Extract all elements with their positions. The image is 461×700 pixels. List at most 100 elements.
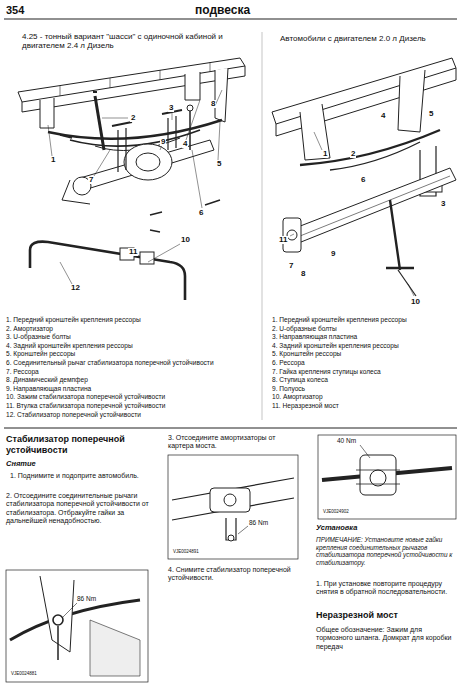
- drawing-line: [4, 428, 457, 429]
- parts-list-item: 2. Амортизатор: [6, 325, 256, 333]
- step-text: 4. Снимите стабилизатор поперечной устой…: [168, 566, 298, 583]
- drawing-circle: [187, 105, 193, 111]
- callout-number: 9: [330, 250, 336, 258]
- drawing-path: [80, 140, 214, 190]
- drawing-circle: [53, 615, 63, 625]
- drawing-path: [40, 576, 74, 652]
- parts-list-item: 11. Втулка стабилизатора поперечной усто…: [6, 402, 256, 410]
- section-heading: Стабилизатор поперечной устойчивости: [6, 434, 151, 455]
- callout-number: 11: [128, 248, 138, 256]
- step-text: 2. Отсоедините соединительные рычаги ста…: [6, 492, 151, 525]
- drawing-path: [22, 66, 245, 112]
- parts-list-item: 2. U-образные болты: [272, 325, 458, 333]
- subheading: Установка: [316, 524, 456, 533]
- drawing-path: [290, 132, 414, 296]
- drawing-path: [48, 120, 222, 139]
- figure-title: Автомобили с двигателем 2.0 л Дизель: [280, 34, 455, 43]
- drawing-ellipse: [136, 153, 160, 171]
- callout-number: 2: [130, 114, 136, 122]
- parts-list-item: 10. Амортизатор: [272, 393, 458, 401]
- parts-list-item: 4. Задний кронштейн крепления рессоры: [6, 342, 256, 350]
- drawing-path: [398, 70, 425, 132]
- drawing-path: [290, 168, 456, 244]
- drawing-line: [4, 18, 457, 19]
- callout-number: 4: [380, 112, 386, 120]
- note-text: ПРИМЕЧАНИЕ: Установите новые гайки крепл…: [316, 536, 458, 566]
- step-text: 3. Отсоедините амортизаторы от картера м…: [168, 434, 298, 451]
- drawing-path: [70, 130, 200, 146]
- parts-list-item: 3. Направляющая пластина: [272, 333, 458, 341]
- parts-list-item: 8. Динамический демпфер: [6, 376, 256, 384]
- body-text: Общее обозначение: Зажим для тормозного …: [316, 626, 458, 651]
- callout-number: 8: [210, 100, 216, 108]
- callout-number: 1: [322, 150, 328, 158]
- section-heading: Неразрезной мост: [316, 610, 458, 621]
- parts-list-item: 6. Рессора: [272, 359, 458, 367]
- parts-list-item: 5. Кронштейн рессоры: [272, 350, 458, 358]
- drawing-path: [172, 478, 294, 520]
- figure-code: VJE0024881: [10, 672, 38, 677]
- page-number: 354: [6, 4, 24, 17]
- callout-number: 3: [440, 200, 446, 208]
- parts-list-item: 7. Гайка крепления ступицы колеса: [272, 368, 458, 376]
- drawing-rect: [318, 435, 456, 519]
- parts-list-item: 3. U-образные болты: [6, 333, 256, 341]
- callout-number: 2: [350, 150, 356, 158]
- drawing-path: [18, 58, 245, 102]
- callout-number: 8: [300, 270, 306, 278]
- torque-value: 86 Nm: [76, 596, 97, 603]
- drawing-rect: [210, 488, 250, 512]
- parts-list-item: 9. Направляющая пластина: [6, 385, 256, 393]
- drawing-path: [360, 445, 370, 458]
- torque-value: 86 Nm: [248, 520, 269, 527]
- drawing-path: [95, 96, 104, 150]
- drawing-rect: [6, 570, 148, 682]
- drawing-rect: [168, 455, 298, 559]
- drawing-rect: [140, 252, 154, 264]
- drawing-ellipse: [124, 144, 172, 180]
- drawing-path: [185, 72, 200, 100]
- callout-number: 4: [182, 140, 188, 148]
- parts-list-item: 6. Соединительный рычаг стабилизатора по…: [6, 359, 256, 367]
- callout-number: 5: [428, 110, 434, 118]
- figure-title: 4.25 - тонный вариант "шасси" с одиночно…: [22, 32, 252, 51]
- drawing-path: [238, 526, 248, 534]
- drawing-path: [300, 176, 450, 236]
- drawing-path: [226, 518, 236, 540]
- callout-number: 9: [160, 138, 166, 146]
- callout-number: 1: [50, 156, 56, 164]
- callout-number: 7: [88, 176, 94, 184]
- drawing-path: [356, 470, 400, 484]
- drawing-path: [48, 90, 222, 284]
- drawing-path: [62, 600, 80, 618]
- drawing-path: [57, 626, 59, 660]
- drawing-circle: [228, 535, 234, 541]
- subheading: Снятие: [6, 460, 146, 469]
- drawing-circle: [224, 494, 236, 506]
- parts-list-item: 5. Кронштейн рессоры: [6, 350, 256, 358]
- parts-list-item: 1. Передний кронштейн крепления рессоры: [6, 316, 256, 324]
- drawing-path: [62, 180, 90, 204]
- callout-number: 11: [278, 236, 288, 244]
- drawing-path: [398, 270, 416, 296]
- drawing-path: [215, 68, 228, 122]
- callout-number: 5: [216, 160, 222, 168]
- step-text: 1. При установке повторите процедуру сня…: [316, 580, 458, 597]
- drawing-path: [300, 104, 330, 160]
- parts-list-item: 12. Стабилизатор поперечной устойчивости: [6, 411, 256, 419]
- drawing-path: [40, 98, 54, 128]
- parts-list-item: 11. Неразрезной мост: [272, 402, 458, 410]
- drawing-path: [272, 58, 456, 124]
- torque-value: 40 Nm: [336, 438, 357, 445]
- parts-list-item: 4. Задний кронштейн крепления рессоры: [272, 342, 458, 350]
- drawing-circle: [370, 470, 386, 486]
- drawing-path: [90, 620, 140, 676]
- figure-code: VJE0024902: [322, 510, 350, 515]
- callout-number: 6: [198, 209, 204, 217]
- callout-number: 10: [180, 236, 191, 244]
- parts-list-item: 7. Рессора: [6, 368, 256, 376]
- parts-list-item: 10. Зажим стабилизатора поперечной устой…: [6, 393, 256, 401]
- drawing-path: [60, 135, 220, 232]
- step-text: 1. Поднимите и подоприте автомобиль.: [10, 472, 150, 480]
- drawing-path: [386, 200, 414, 270]
